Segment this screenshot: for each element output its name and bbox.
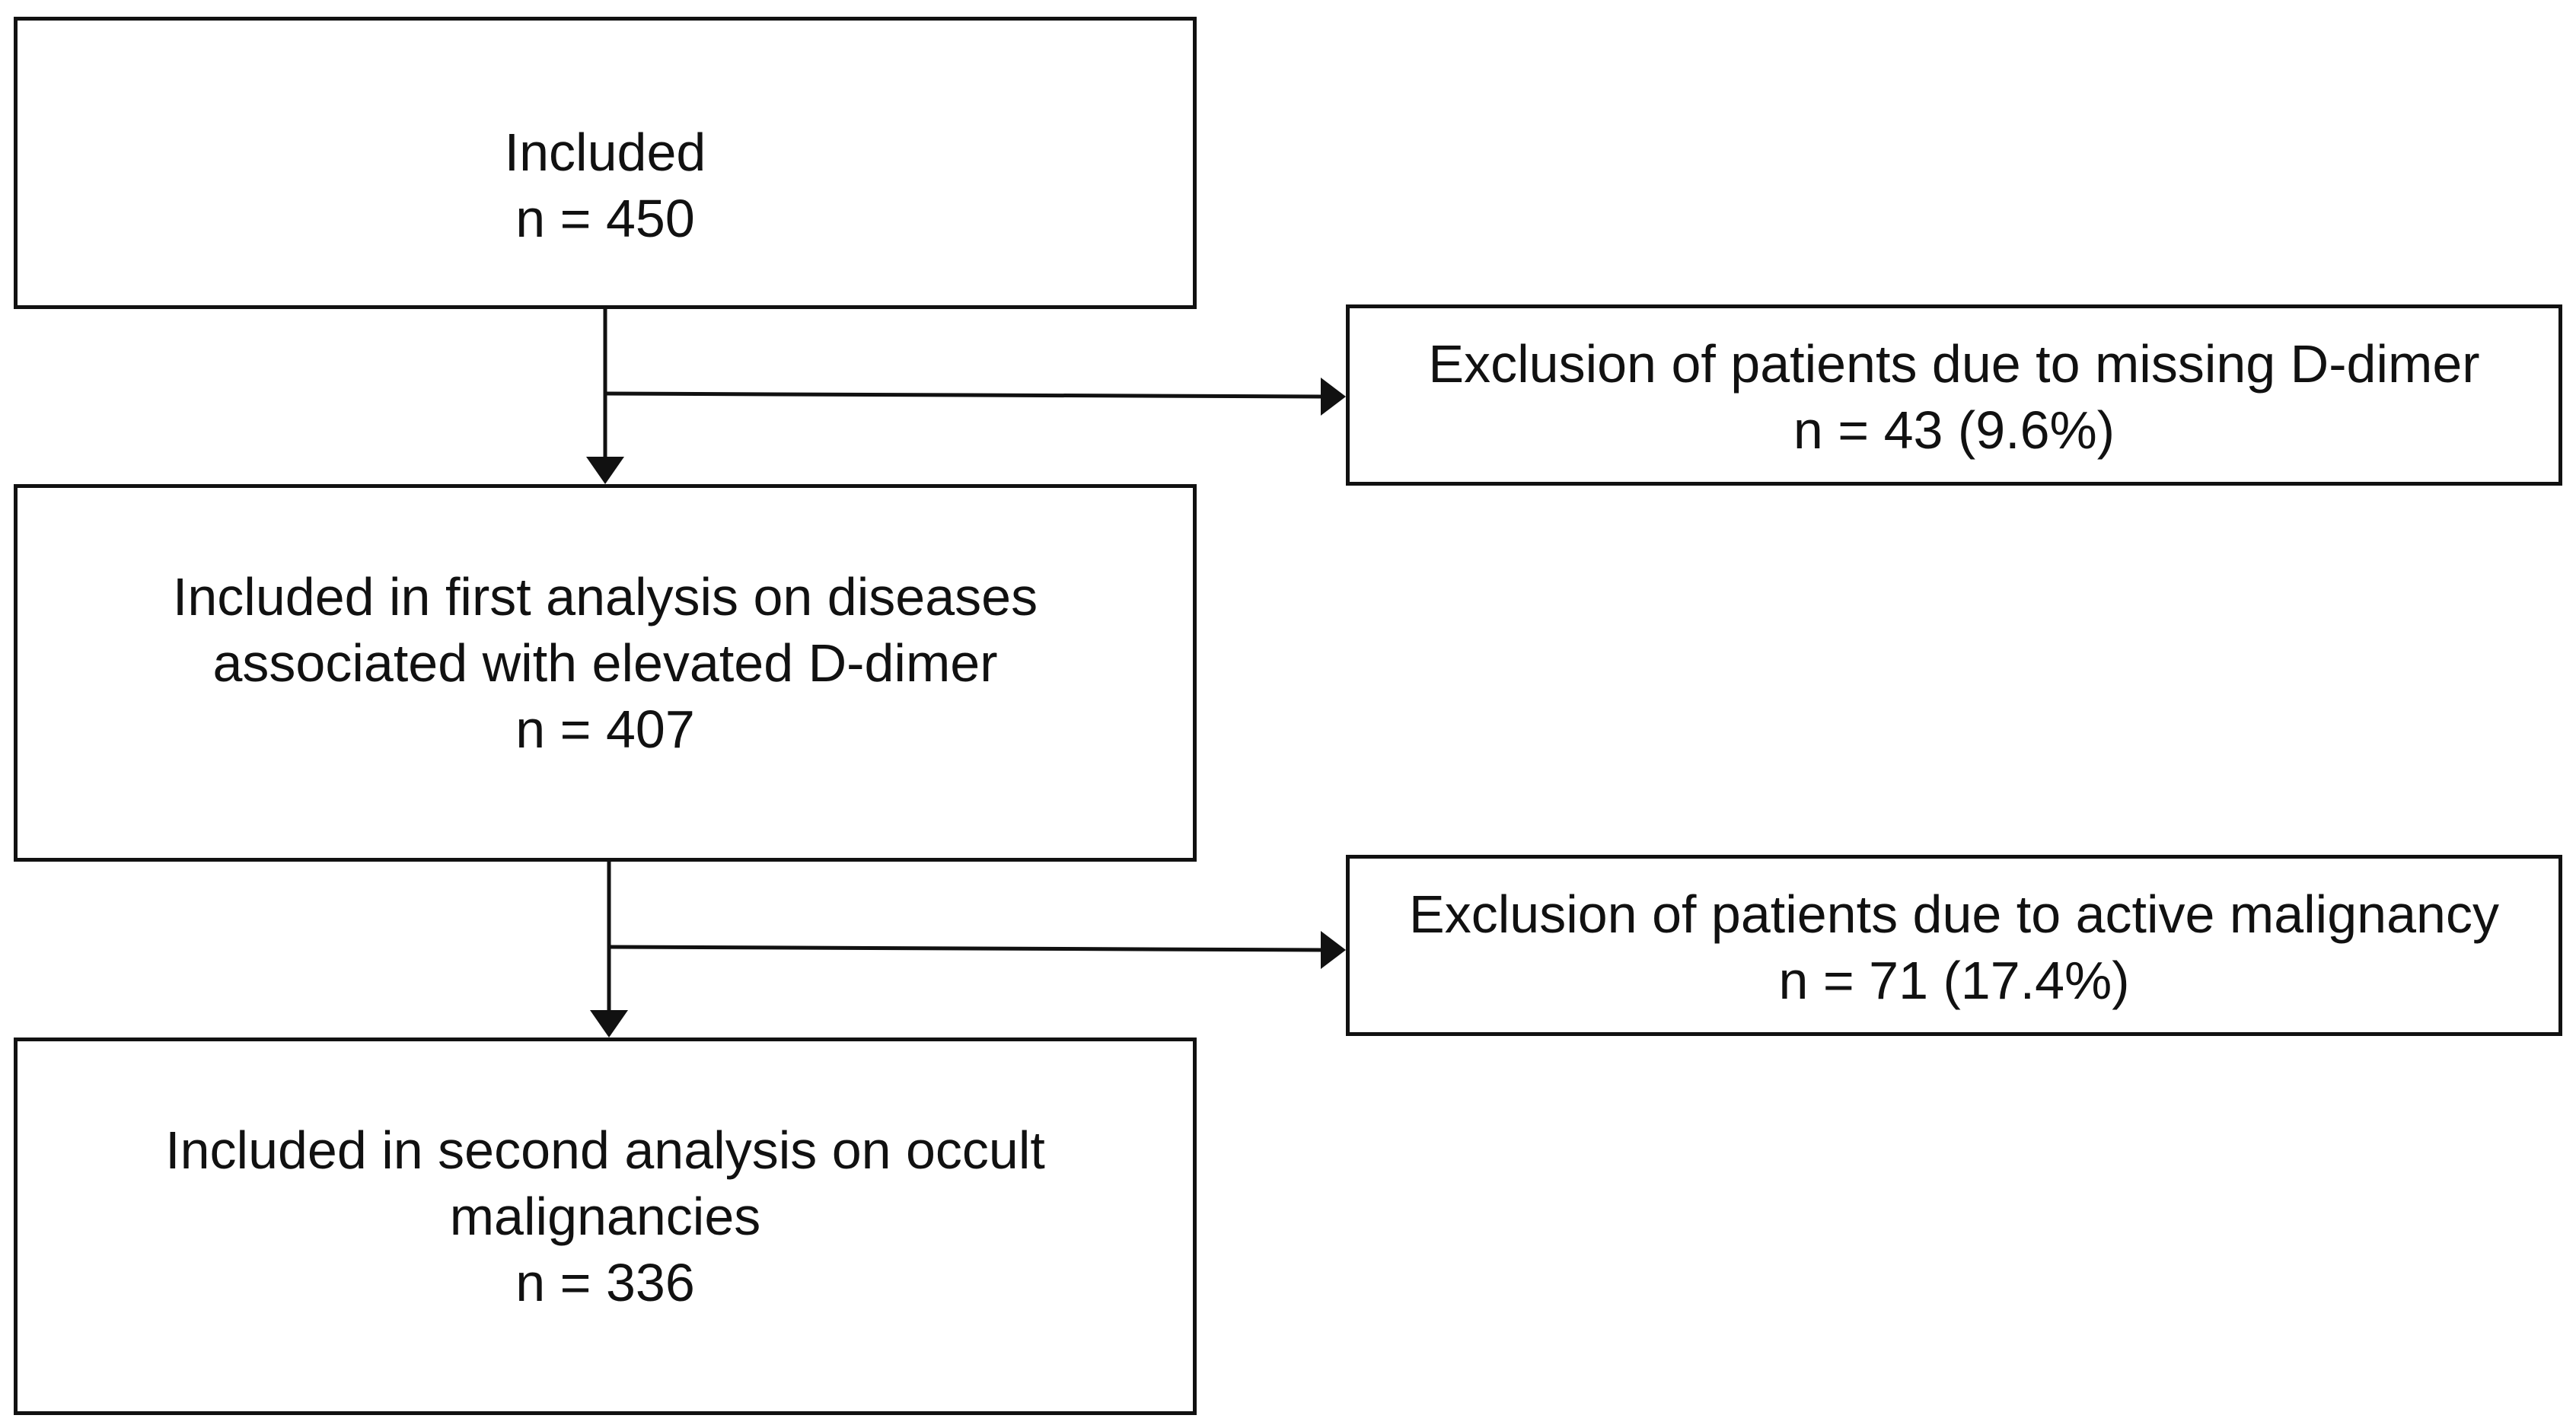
exclusion-missing-ddimer-box: Exclusion of patients due to missing D-d…	[1346, 304, 2562, 486]
first-analysis-box: Included in first analysis on diseases a…	[14, 484, 1197, 862]
first-analysis-count: n = 407	[515, 700, 695, 759]
arrow-included-to-first-analysis	[586, 309, 624, 484]
second-analysis-label: Included in second analysis on occult ma…	[165, 1120, 1045, 1246]
arrow-to-exclusion-missing-ddimer	[604, 378, 1346, 416]
exclusion-missing-ddimer-count: n = 43 (9.6%)	[1793, 400, 2115, 460]
exclusion-active-malignancy-label: Exclusion of patients due to active mali…	[1409, 885, 2499, 944]
included-label: Included	[504, 123, 706, 182]
included-count: n = 450	[515, 189, 695, 248]
second-analysis-count: n = 336	[515, 1253, 695, 1312]
arrow-to-exclusion-active-malignancy	[608, 931, 1346, 969]
second-analysis-box: Included in second analysis on occult ma…	[14, 1038, 1197, 1415]
exclusion-active-malignancy-count: n = 71 (17.4%)	[1778, 951, 2130, 1010]
first-analysis-label: Included in first analysis on diseases a…	[172, 567, 1038, 693]
exclusion-active-malignancy-box: Exclusion of patients due to active mali…	[1346, 855, 2562, 1036]
exclusion-missing-ddimer-label: Exclusion of patients due to missing D-d…	[1428, 334, 2480, 394]
arrow-first-to-second-analysis	[590, 862, 628, 1038]
included-box: Included n = 450	[14, 17, 1197, 309]
